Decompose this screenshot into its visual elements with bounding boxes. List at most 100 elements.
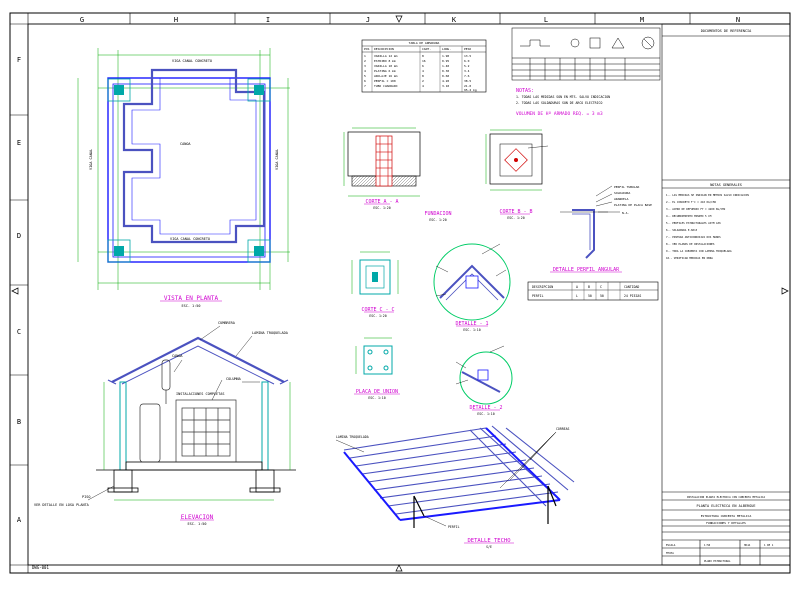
placa-detail [355, 337, 393, 375]
detalle-2-title: DETALLE - 2 [469, 405, 502, 411]
angle-table: DESCRIPCION A B C CANTIDAD PERFIL L 50 5… [527, 281, 659, 301]
detalle-1-scale: ESC. 1:10 [463, 328, 480, 332]
plan-title: VISTA EN PLANTA [164, 295, 219, 302]
rebar-cell: VARILLA 10 mm [374, 64, 398, 68]
fundacion-title: FUNDACION [424, 211, 451, 217]
rebar-cell: ANCLAJE 16 mm [374, 74, 398, 78]
corte-b-detail [485, 129, 549, 191]
corte-a-title: CORTE A - A [365, 199, 398, 205]
rebar-cell: 4 [364, 69, 366, 73]
roof-correas-label: CORREAS [556, 427, 570, 431]
plan-left-beam-label: VIGA CANAL [89, 149, 93, 170]
general-note-line: 6.- SOLDADURA E-6013 [666, 228, 698, 232]
rebar-cell: ESTRIBO 8 mm [374, 59, 396, 63]
plan-inner-cross-inner [131, 77, 257, 235]
row-label: B [17, 418, 21, 426]
detalle-1 [433, 243, 511, 321]
sheet-desc-1: ESTRUCTURA CUBIERTA METALICA [701, 514, 752, 518]
roof-perspective [335, 425, 575, 528]
rebar-cell: 1 [364, 54, 366, 58]
plan-outline [107, 77, 271, 263]
rebar-cell: 8 [422, 74, 424, 78]
plan-bottom-beam-label: VIGA CANAL CONCRETO [170, 237, 210, 241]
rebar-cell: 4.20 [442, 79, 449, 83]
angle-detail [560, 185, 620, 259]
elevation-equipment [139, 359, 237, 463]
plan-view: VIGA CANAL CONCRETO VIGA CANAL CONCRETO … [77, 48, 290, 308]
corte-b-title: CORTE B - B [499, 209, 532, 215]
elevation-leaders [87, 325, 260, 501]
rebar-cell: 4 [422, 84, 424, 88]
fundacion-scale: ESC. 1:20 [429, 218, 446, 222]
col-label: K [452, 16, 457, 24]
rebar-cell: 4 [422, 69, 424, 73]
note-line: 2. TODAS LAS SOLDADURAS SON DE ARCO ELEC… [516, 101, 602, 105]
row-labels: F E D C B A [17, 56, 22, 524]
rebar-cell: 7 [364, 84, 366, 88]
col-label: M [640, 16, 644, 24]
plan-scale: ESC. 1:50 [182, 304, 201, 308]
detalle-2 [455, 345, 513, 405]
general-notes-title: NOTAS GENERALES [710, 183, 742, 187]
roof-title: DETALLE TECHO [467, 538, 510, 544]
elevation-piso-label: PISO [82, 495, 90, 499]
sheet-desc-2: FUNDACIONES Y DETALLES [706, 521, 746, 525]
elevation-view: CUMBRERA LAMINA TROQUELADA CANOA INSTALA… [34, 321, 296, 526]
elevation-dimension-lines [103, 382, 291, 501]
angle-table-cell: L [576, 294, 578, 298]
roof-lamina-label: LAMINA TROQUELADA [336, 435, 369, 439]
angle-label: SOLDADURA [614, 191, 630, 195]
row-label: E [17, 139, 21, 147]
plan-right-beam-label: VIGA CANAL [275, 149, 279, 170]
rebar-header: PESO [464, 47, 471, 51]
elevation-columna-label: COLUMNA [226, 377, 242, 381]
plan-top-beam-label: VIGA CANAL CONCRETO [172, 59, 212, 63]
angle-table-cell: PERFIL [532, 294, 544, 298]
angle-table-header: A [576, 285, 578, 289]
elevation-cumbrera-label: CUMBRERA [218, 321, 236, 325]
rebar-cell: 2 [422, 79, 424, 83]
centering-arrows [11, 15, 789, 572]
row-label: F [17, 56, 21, 64]
symbols-strip [511, 27, 661, 81]
corte-c-title: CORTE C - C [361, 307, 394, 313]
angle-label: PERFIL TUBULAR [614, 185, 639, 189]
rebar-cell: 1.90 [442, 54, 449, 58]
rebar-cell: PLATINA 6 mm [374, 69, 396, 73]
rebar-cell: 8 [422, 54, 424, 58]
rebar-header: DESCRIPCION [374, 47, 394, 51]
drawing-no: PLANO ESTRUCTURAL [704, 559, 731, 563]
rebar-cell: 5.2 [464, 64, 470, 68]
general-note-line: 10.- VERIFICAR MEDIDAS EN OBRA [666, 256, 713, 260]
general-notes: 1.- LAS MEDIDAS SE INDICAN EN METROS SAL… [666, 193, 749, 260]
rebar-cell: 38.5 [464, 79, 471, 83]
rebar-cell: 1.40 [442, 64, 449, 68]
angle-table-header: CANTIDAD [624, 285, 639, 289]
elevation-scale: ESC. 1:50 [188, 522, 207, 526]
notes-block: NOTAS: 1. TODAS LAS MEDIDAS SON EN MTS. … [516, 88, 610, 117]
plan-inner-cross [122, 68, 266, 244]
col-label: L [544, 16, 548, 24]
angle-table-header: B [588, 285, 590, 289]
rebar-cell: 0.60 [442, 74, 449, 78]
row-label: D [17, 232, 21, 240]
rebar-cell: 13.5 [464, 54, 471, 58]
sheet-value: 1 DE 1 [764, 543, 774, 547]
general-note-line: 7.- PINTURA ANTICORROSIVA DOS MANOS [666, 235, 721, 239]
roof-perfil-label: PERFIL [448, 525, 460, 529]
rebar-table: TABLA DE ARMADURA POS DESCRIPCION CANT. … [361, 39, 487, 93]
doc-ref-title: DOCUMENTOS DE REFERENCIA [701, 29, 752, 33]
sheet-label: HOJA [744, 543, 751, 547]
angle-label: N.A. [622, 211, 629, 215]
general-note-line: 3.- ACERO DE REFUERZO FY = 4200 KG/CM2 [666, 207, 726, 211]
elevation-canoa-label: CANOA [172, 354, 183, 358]
scale-label: ESCALA [666, 543, 676, 547]
general-note-line: 9.- TODA LA CUBIERTA CON LAMINA TROQUELA… [666, 249, 732, 253]
elevation-floor [96, 461, 296, 471]
rebar-cell: 7.6 [464, 74, 470, 78]
scale-value: 1:50 [704, 543, 711, 547]
date-label: FECHA [666, 551, 674, 555]
rebar-cell: 0.30 [442, 69, 449, 73]
angle-table-header: C [600, 285, 602, 289]
general-note-line: 4.- RECUBRIMIENTO MINIMO 5 CM [666, 214, 712, 218]
